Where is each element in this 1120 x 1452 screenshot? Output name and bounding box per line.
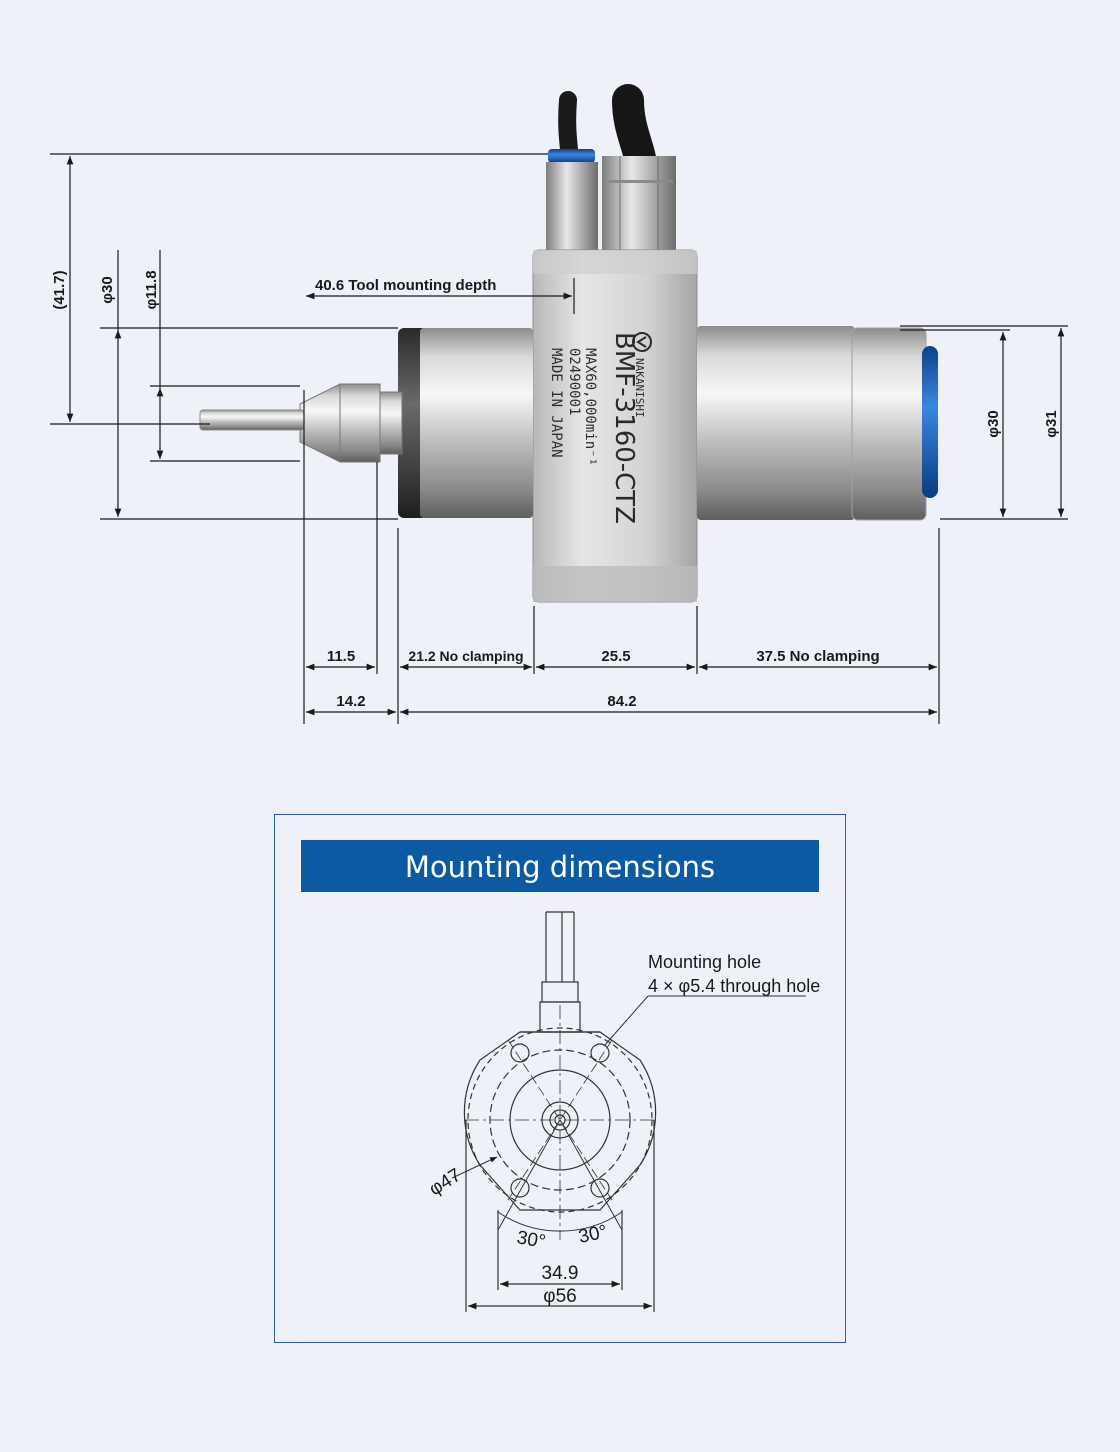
engraving-brand: NAKANISHI xyxy=(633,358,646,418)
dim-body-dia-30: φ30 xyxy=(985,410,1002,437)
air-fitting-ring xyxy=(548,149,595,163)
dim-tool-depth: 40.6 Tool mounting depth xyxy=(315,277,496,294)
dim-84-2: 84.2 xyxy=(607,693,636,710)
cable-gland xyxy=(602,156,676,254)
dim-37-5: 37.5 No clamping xyxy=(756,648,879,665)
dim-body-dia-31: φ31 xyxy=(1043,410,1060,437)
rear-cylinder xyxy=(697,326,855,520)
dim-overall-height: (41.7) xyxy=(51,270,68,309)
dimension-labels: (41.7) φ30 φ11.8 40.6 Tool mounting dept… xyxy=(51,270,1060,710)
rear-endcap-blue xyxy=(922,346,938,498)
collet-nut xyxy=(339,383,381,463)
mounting-title: Mounting dimensions xyxy=(405,850,715,884)
dimension-lines xyxy=(50,153,1068,724)
dim-collet-dia: φ30 xyxy=(99,276,116,303)
engraving-model: BMF-3160-CTZ xyxy=(609,332,639,524)
dim-25-5: 25.5 xyxy=(601,648,630,665)
engraving-speed: MAX60,000min⁻¹ xyxy=(582,348,598,466)
engraving-origin: MADE IN JAPAN xyxy=(548,348,564,458)
dim-21-2: 21.2 No clamping xyxy=(408,648,523,664)
front-cylinder xyxy=(420,328,533,518)
mounting-panel: Mounting dimensions xyxy=(274,814,846,1343)
mounting-header xyxy=(301,840,819,892)
air-fitting xyxy=(546,162,598,250)
dim-14-2: 14.2 xyxy=(336,693,365,710)
width-34-9-label: 34.9 xyxy=(542,1263,579,1284)
hole-label-1: Mounting hole xyxy=(648,952,761,972)
mounting-panel-frame xyxy=(274,814,846,1343)
collet-nut-ring xyxy=(377,391,403,455)
dim-nut-dia: φ11.8 xyxy=(143,270,160,309)
hole-label-2: 4 × φ5.4 through hole xyxy=(648,976,820,996)
collet-taper xyxy=(299,383,341,463)
spindle-illustration: NAKANISHI BMF-3160-CTZ MAX60,000min⁻¹ 02… xyxy=(199,84,938,603)
dia-56-label: φ56 xyxy=(543,1286,576,1307)
dim-11-5: 11.5 xyxy=(327,648,355,665)
engraving: NAKANISHI BMF-3160-CTZ MAX60,000min⁻¹ 02… xyxy=(548,332,652,524)
mounting-drawing xyxy=(451,911,806,1312)
angle-left-label: 30° xyxy=(515,1227,547,1253)
brand-logo-icon xyxy=(632,332,652,352)
rear-cap xyxy=(851,327,927,521)
engraving-serial: 02490001 xyxy=(566,348,582,415)
tool-shank xyxy=(199,409,305,431)
motor-cable xyxy=(612,84,656,174)
